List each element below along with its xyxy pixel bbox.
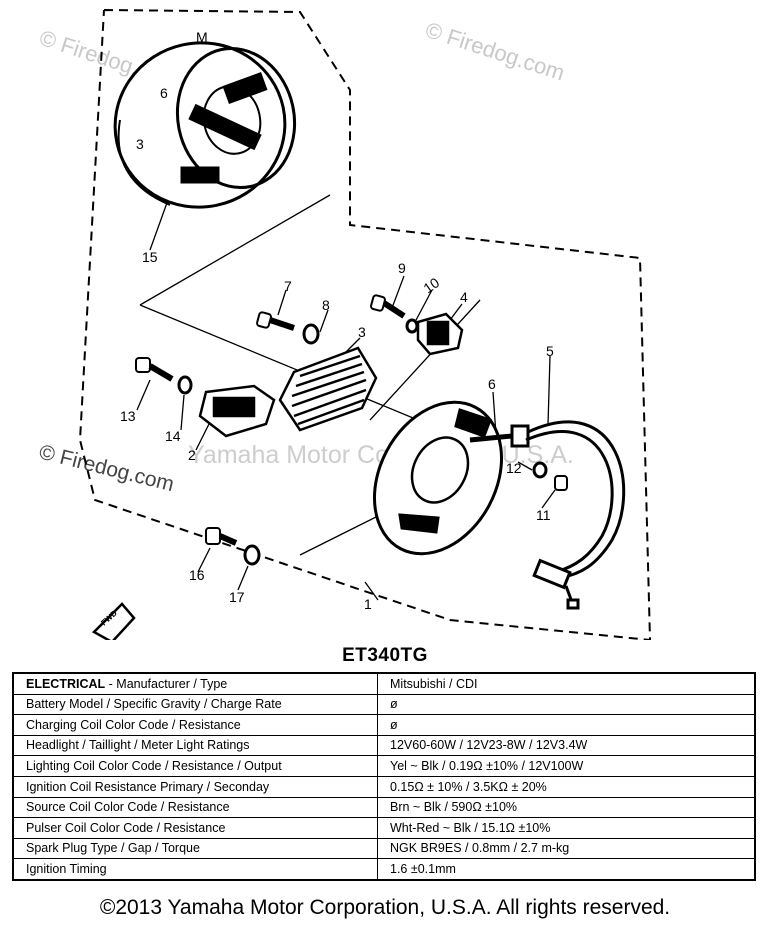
callout-17: 17 xyxy=(229,589,245,605)
washer-8 xyxy=(302,323,320,345)
screw-16 xyxy=(205,527,238,546)
spec-value: Brn ~ Blk / 590Ω ±10% xyxy=(377,796,756,819)
spec-value: Wht-Red ~ Blk / 15.1Ω ±10% xyxy=(377,817,756,839)
flywheel-mark-m: M xyxy=(196,29,208,45)
callout-13: 13 xyxy=(120,408,136,424)
spec-row: Lighting Coil Color Code / Resistance / … xyxy=(12,755,756,777)
spec-value: 1.6 ±0.1mm xyxy=(377,858,756,881)
callout-1: 1 xyxy=(364,596,372,612)
stator-base-plate xyxy=(372,400,504,556)
spec-label: Charging Coil Color Code / Resistance xyxy=(12,714,378,736)
flywheel-mark-6: 6 xyxy=(160,85,168,101)
callout-6: 6 xyxy=(488,376,496,392)
washer-10 xyxy=(405,318,419,334)
callout-10: 10 xyxy=(420,274,442,296)
stator-flywheel-diagram: © Firedog.com © Firedog.com © Firedog.co… xyxy=(36,9,652,640)
callout-8: 8 xyxy=(322,297,330,313)
callout-7: 7 xyxy=(284,278,292,294)
callout-2: 2 xyxy=(188,447,196,463)
spec-label: Pulser Coil Color Code / Resistance xyxy=(12,817,378,839)
spec-value: ø xyxy=(377,693,756,716)
screw-11 xyxy=(554,475,568,491)
bolt-13 xyxy=(135,357,174,382)
washer-14 xyxy=(177,375,193,395)
callout-4: 4 xyxy=(460,289,468,305)
spec-label: Source Coil Color Code / Resistance xyxy=(12,796,378,819)
copyright-notice: ©2013 Yamaha Motor Corporation, U.S.A. A… xyxy=(99,896,671,919)
electrical-spec-table: ELECTRICAL - Manufacturer / Type Mitsubi… xyxy=(12,672,756,881)
fwd-arrow-icon: FWD xyxy=(91,602,136,640)
spec-row: Headlight / Taillight / Meter Light Rati… xyxy=(12,734,756,757)
callout-5: 5 xyxy=(546,343,554,359)
spec-value: NGK BR9ES / 0.8mm / 2.7 m-kg xyxy=(377,837,756,860)
spec-row: Battery Model / Specific Gravity / Charg… xyxy=(12,693,756,716)
coil-4 xyxy=(416,312,464,356)
bolt-9 xyxy=(370,294,406,319)
model-title: ET340TG xyxy=(342,645,428,666)
callout-11: 11 xyxy=(536,507,551,523)
spec-label: Headlight / Taillight / Meter Light Rati… xyxy=(12,734,378,757)
callout-16: 16 xyxy=(189,567,205,583)
wire-harness xyxy=(469,420,626,610)
spec-label: Lighting Coil Color Code / Resistance / … xyxy=(12,755,378,777)
callout-15: 15 xyxy=(142,249,158,265)
callout-12: 12 xyxy=(506,460,522,476)
coil-2 xyxy=(198,384,276,438)
spec-value: Yel ~ Blk / 0.19Ω ±10% / 12V100W xyxy=(377,755,756,777)
flywheel-mark-3: 3 xyxy=(136,136,144,152)
spec-header-label: ELECTRICAL xyxy=(26,676,106,691)
flywheel xyxy=(113,41,297,209)
spec-value: 0.15Ω ± 10% / 3.5KΩ ± 20% xyxy=(377,775,756,798)
callout-9: 9 xyxy=(398,260,406,276)
watermark-left: © Firedog.com xyxy=(37,441,176,497)
assembly-boundary xyxy=(78,9,652,640)
spec-label: Ignition Coil Resistance Primary / Secon… xyxy=(12,775,378,798)
washer-12 xyxy=(532,461,548,479)
watermark-top-right: © Firedog.com xyxy=(422,17,567,85)
washer-17 xyxy=(243,544,261,566)
spec-label: Spark Plug Type / Gap / Torque xyxy=(12,837,378,860)
callout-3: 3 xyxy=(358,324,366,340)
spec-label: Battery Model / Specific Gravity / Charg… xyxy=(12,693,378,716)
spec-header-rest: - Manufacturer / Type xyxy=(105,676,228,691)
leader-lines xyxy=(136,194,556,601)
bolt-7 xyxy=(256,311,295,331)
spec-row: Ignition Coil Resistance Primary / Secon… xyxy=(12,775,756,798)
spec-value: ø xyxy=(377,714,756,736)
coil-3 xyxy=(278,346,378,432)
callout-14: 14 xyxy=(165,428,181,444)
spec-label: Ignition Timing xyxy=(12,858,378,881)
spec-header-row: ELECTRICAL - Manufacturer / Type Mitsubi… xyxy=(12,672,756,695)
spec-header-value: Mitsubishi / CDI xyxy=(377,672,756,695)
spec-value: 12V60-60W / 12V23-8W / 12V3.4W xyxy=(377,734,756,757)
